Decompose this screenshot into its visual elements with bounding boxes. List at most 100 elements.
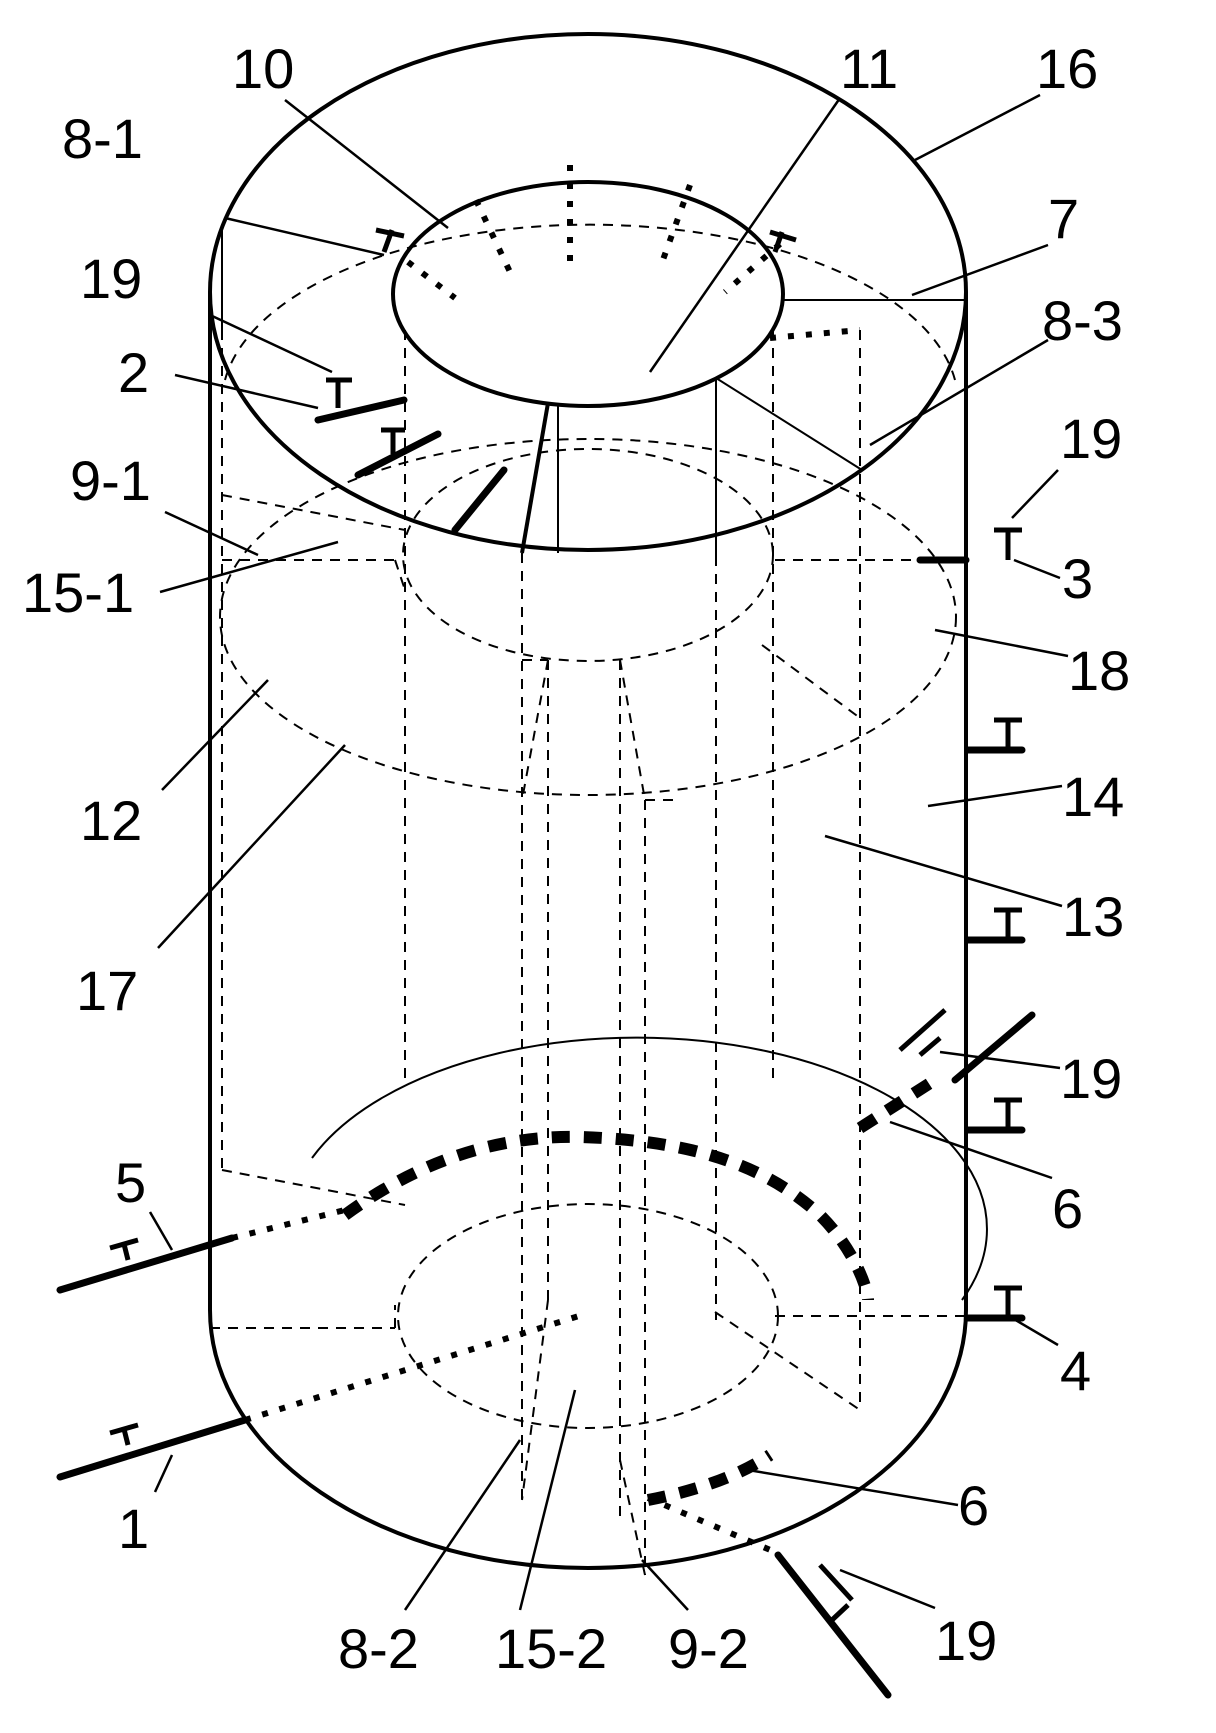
valves <box>109 227 1022 1622</box>
inner-top-ellipse <box>391 180 785 408</box>
label-16: 16 <box>1036 37 1098 100</box>
leader-9-2 <box>641 1559 689 1611</box>
leader-14 <box>927 784 1063 808</box>
outer-partitions <box>210 330 966 1411</box>
valve-19-c <box>898 1008 947 1057</box>
pipes <box>56 396 1036 1699</box>
valve-3 <box>994 527 1022 560</box>
label-4: 4 <box>1060 1339 1091 1402</box>
distributor-riser <box>856 1072 942 1134</box>
label-8-3: 8-3 <box>1042 289 1123 352</box>
leader-9-1 <box>164 510 259 557</box>
valve-4 <box>994 1285 1022 1318</box>
leader-2 <box>174 373 319 410</box>
leader-18 <box>934 628 1069 658</box>
pipe-top-c <box>451 466 508 534</box>
leader-1 <box>153 1454 174 1493</box>
label-6-b: 6 <box>958 1474 989 1537</box>
label-9-1: 9-1 <box>70 449 151 512</box>
valve-5 <box>109 1237 139 1261</box>
upper-shelf-left-step <box>394 559 406 591</box>
outer-bottom-arc <box>208 1309 968 1570</box>
label-7: 7 <box>1048 187 1079 250</box>
leader-13 <box>824 834 1063 908</box>
pipe-1-inner <box>244 1312 583 1423</box>
leader-3 <box>1013 558 1061 580</box>
valve-top-right <box>769 229 797 253</box>
label-11: 11 <box>840 37 898 100</box>
upper-inner-ellipse <box>402 448 774 662</box>
leader-8-3 <box>869 338 1049 447</box>
label-15-1: 15-1 <box>22 561 134 624</box>
pipe-5 <box>56 1234 236 1294</box>
baffle-8-2-slant <box>521 1299 549 1501</box>
label-19-b: 19 <box>1060 407 1122 470</box>
label-13: 13 <box>1062 885 1124 948</box>
pipe-19-d <box>774 1551 892 1699</box>
valve-side-b <box>994 907 1022 940</box>
leader-4 <box>1011 1316 1059 1347</box>
valve-2 <box>326 377 352 408</box>
pipe-2 <box>314 396 408 424</box>
leader-8-1 <box>224 216 385 257</box>
spoke-2 <box>473 198 513 274</box>
lower-distributor-ring <box>646 1449 774 1506</box>
label-1: 1 <box>118 1497 149 1560</box>
label-8-2: 8-2 <box>338 1617 419 1680</box>
upper-chamber <box>219 223 966 796</box>
leader-15-1 <box>159 540 339 594</box>
leader-19-c <box>939 1050 1061 1070</box>
leader-11 <box>648 97 842 373</box>
label-17: 17 <box>76 959 138 1022</box>
label-8-1: 8-1 <box>62 107 143 170</box>
leader-19-a <box>209 313 333 374</box>
bottom-distributor-ring <box>341 1130 874 1301</box>
label-19-d: 19 <box>935 1609 997 1672</box>
baffle-c-edge <box>715 377 863 471</box>
valve-side-a <box>994 717 1022 750</box>
valve-top-b <box>381 427 405 454</box>
label-3: 3 <box>1062 547 1093 610</box>
pipe-19-c <box>951 1011 1036 1084</box>
spoke-1 <box>406 259 457 301</box>
label-2: 2 <box>118 341 149 404</box>
bottom-distributor-arc <box>311 1036 988 1301</box>
labels: 10 11 16 8-1 7 19 8-3 2 19 9-1 3 15-1 18… <box>22 37 1130 1680</box>
baffle-a-top <box>520 402 550 554</box>
upper-chamber-top-arc <box>224 223 956 381</box>
leader-15-2 <box>518 1389 577 1611</box>
label-15-2: 15-2 <box>495 1617 607 1680</box>
leader-12 <box>161 679 269 791</box>
label-12: 12 <box>80 789 142 852</box>
label-18: 18 <box>1068 639 1130 702</box>
leader-6-a <box>889 1120 1053 1180</box>
spoke-4 <box>657 183 693 270</box>
leader-10 <box>284 99 449 229</box>
pipe-6-inner <box>646 1495 777 1555</box>
upper-divider-left <box>221 494 406 531</box>
baffle-9-2-slant <box>619 1459 646 1576</box>
inner-baffles <box>221 228 966 1576</box>
baffle-b-slant <box>619 659 646 801</box>
top-spokes <box>406 165 861 341</box>
leader-19-d <box>839 1568 936 1610</box>
valve-8-1 <box>375 227 405 253</box>
leader-6-b <box>747 1468 959 1507</box>
valve-side-c <box>994 1097 1022 1130</box>
label-14: 14 <box>1062 765 1124 828</box>
lower-divider-right <box>714 1311 861 1411</box>
leader-lines <box>148 93 1069 1611</box>
outer-top-ellipse <box>208 32 968 552</box>
spoke-5 <box>723 241 782 295</box>
label-9-2: 9-2 <box>668 1617 749 1680</box>
label-5: 5 <box>115 1151 146 1214</box>
leader-17 <box>157 744 346 949</box>
leader-5 <box>148 1211 174 1251</box>
label-19-c: 19 <box>1060 1047 1122 1110</box>
leader-16 <box>914 93 1041 162</box>
baffle-a-slant <box>521 659 549 801</box>
pipe-top-b <box>354 430 442 479</box>
valve-1 <box>109 1422 139 1446</box>
pipe-5-inner <box>231 1207 346 1241</box>
